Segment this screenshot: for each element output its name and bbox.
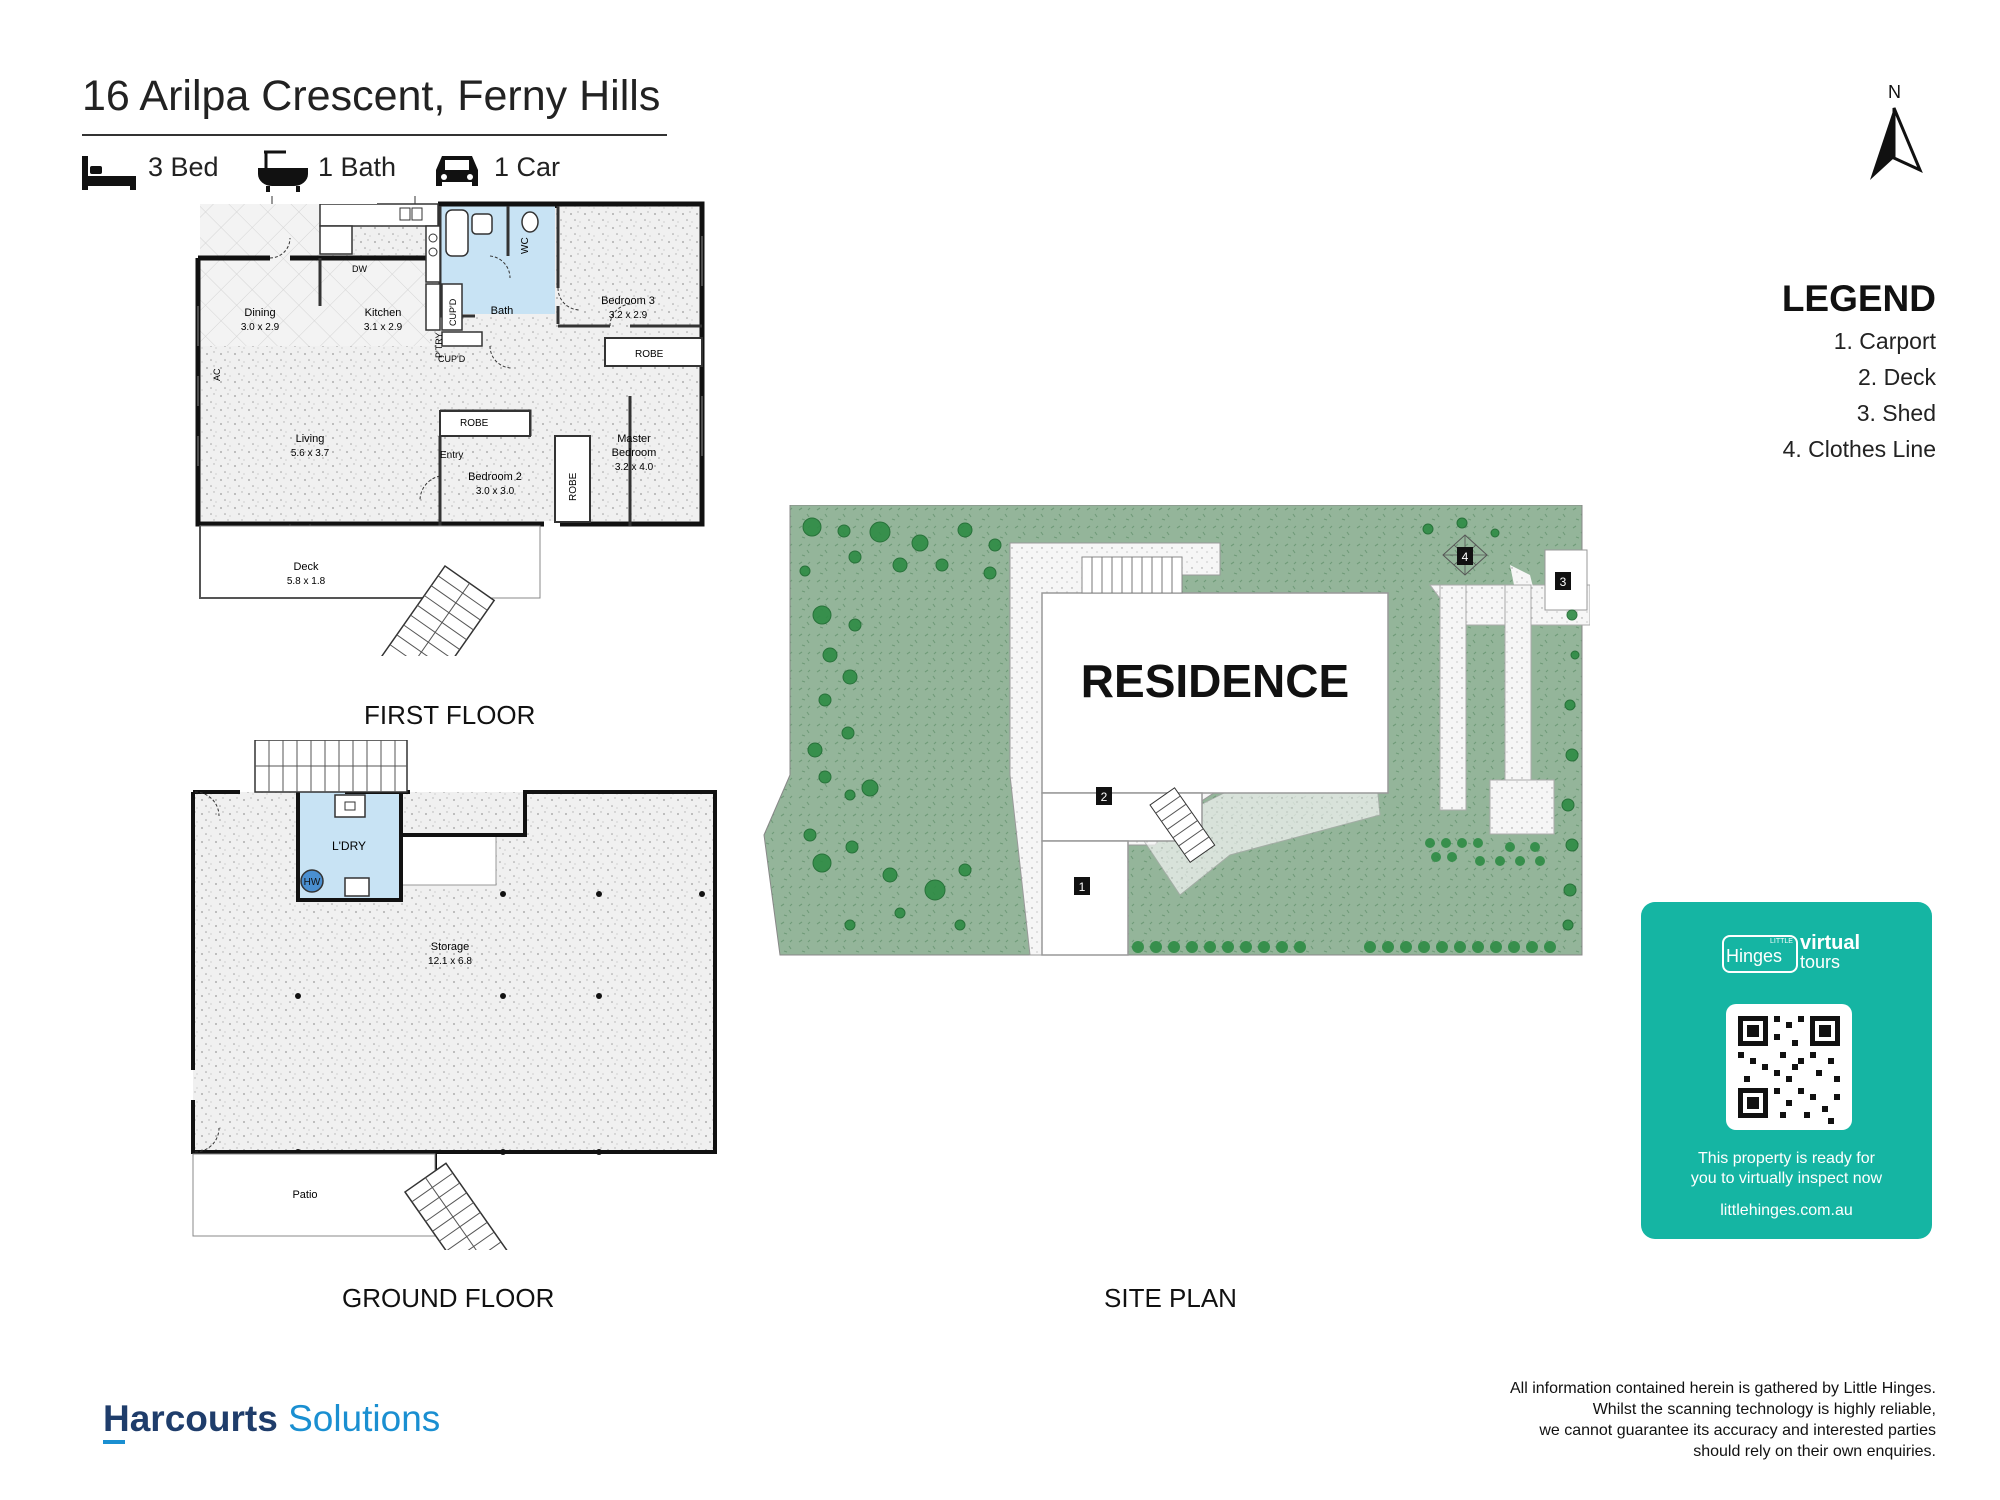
product-word-2: tours	[1800, 952, 1841, 972]
cupboard-label-2: CUP'D	[448, 298, 458, 326]
bed-icon	[82, 156, 136, 190]
car-count: 1 Car	[494, 152, 561, 182]
brand-bold: Harcourts	[103, 1398, 278, 1439]
car-icon	[436, 156, 478, 186]
room-living-name: Living	[296, 433, 325, 445]
room-patio-name: Patio	[292, 1189, 317, 1201]
robe-label-bedroom3: ROBE	[635, 349, 664, 360]
wc-label: WC	[520, 237, 531, 254]
product-word-1: virtual	[1800, 932, 1861, 954]
bath-icon	[258, 150, 308, 192]
room-master-name-2: Bedroom	[612, 447, 657, 459]
legend-item-clothes-line: 4. Clothes Line	[1782, 436, 1936, 462]
room-kitchen-name: Kitchen	[365, 307, 402, 319]
first-floor-label: FIRST FLOOR	[364, 700, 536, 730]
marker-clothes-line: 4	[1462, 550, 1469, 564]
legend-item-shed: 3. Shed	[1856, 400, 1936, 426]
pantry-label: P'TRY	[434, 332, 444, 358]
dishwasher-label: DW	[352, 264, 367, 274]
room-storage-size: 12.1 x 6.8	[428, 956, 472, 967]
marker-shed: 3	[1560, 575, 1567, 589]
robe-label-master: ROBE	[568, 472, 579, 501]
bed-count: 3 Bed	[148, 152, 219, 182]
brand-underline	[103, 1440, 125, 1444]
room-master-name-1: Master	[617, 433, 651, 445]
ground-floor-label: GROUND FLOOR	[342, 1283, 555, 1313]
room-living-size: 5.6 x 3.7	[291, 448, 330, 459]
residence-label: RESIDENCE	[1081, 655, 1349, 707]
bath-count: 1 Bath	[318, 152, 397, 182]
room-kitchen-size: 3.1 x 2.9	[364, 322, 403, 333]
brand-light: Solutions	[288, 1398, 441, 1439]
marker-deck: 2	[1101, 790, 1108, 804]
legend-item-carport: 1. Carport	[1833, 328, 1936, 354]
legend-title: LEGEND	[1781, 278, 1936, 319]
room-laundry-name: L'DRY	[332, 839, 366, 853]
disclaimer-line-1: All information contained herein is gath…	[1509, 1380, 1936, 1397]
first-floor-plan: Dining 3.0 x 2.9 Kitchen 3.1 x 2.9 Bath …	[195, 196, 705, 656]
room-storage-name: Storage	[431, 941, 470, 953]
room-deck-size: 5.8 x 1.8	[287, 576, 326, 587]
disclaimer-line-4: should rely on their own enquiries.	[1693, 1443, 1936, 1460]
brand-name: Hinges	[1726, 946, 1783, 966]
brand-small-label: LITTLE	[1770, 938, 1793, 945]
qr-code[interactable]	[1726, 1004, 1852, 1130]
marker-carport: 1	[1079, 880, 1086, 894]
harcourts-logo: Harcourts Solutions	[103, 1398, 440, 1440]
room-bedroom3-size: 3.2 x 2.9	[609, 310, 648, 321]
room-dining-name: Dining	[244, 307, 275, 319]
little-hinges-logo	[1722, 935, 1798, 973]
north-arrow-icon: N	[1870, 82, 1923, 180]
disclaimer-line-2: Whilst the scanning technology is highly…	[1592, 1401, 1936, 1418]
qr-code-icon	[1738, 1016, 1840, 1124]
virtual-tour-message-1: This property is ready for	[1698, 1150, 1875, 1167]
site-plan: RESIDENCE 1 2 3 4	[763, 505, 1590, 956]
north-label: N	[1888, 82, 1901, 102]
ground-floor-plan: HW L'DRY Storage 12.1 x 6.8 Patio	[191, 740, 717, 1250]
disclaimer: All information contained herein is gath…	[1376, 1378, 1936, 1462]
disclaimer-line-3: we cannot guarantee its accuracy and int…	[1539, 1422, 1936, 1439]
site-plan-label: SITE PLAN	[1104, 1283, 1237, 1313]
legend-item-deck: 2. Deck	[1858, 364, 1936, 390]
page-title: 16 Arilpa Crescent, Ferny Hills	[82, 72, 661, 120]
room-bedroom3-name: Bedroom 3	[601, 295, 655, 307]
hot-water-label: HW	[304, 877, 321, 888]
room-bedroom2-size: 3.0 x 3.0	[476, 486, 515, 497]
virtual-tour-url[interactable]: littlehinges.com.au	[1720, 1202, 1853, 1219]
room-bedroom2-name: Bedroom 2	[468, 471, 522, 483]
room-bath-name: Bath	[491, 305, 514, 317]
room-dining-size: 3.0 x 2.9	[241, 322, 280, 333]
robe-label-bedroom2: ROBE	[460, 418, 489, 429]
entry-label: Entry	[440, 450, 463, 461]
room-master-size: 3.2 x 4.0	[615, 462, 654, 473]
title-divider	[82, 134, 667, 136]
ac-label: AC	[212, 368, 222, 381]
virtual-tour-message-2: you to virtually inspect now	[1690, 1170, 1883, 1187]
room-deck-name: Deck	[293, 561, 319, 573]
cupboard-label: CUP'D	[438, 354, 466, 364]
